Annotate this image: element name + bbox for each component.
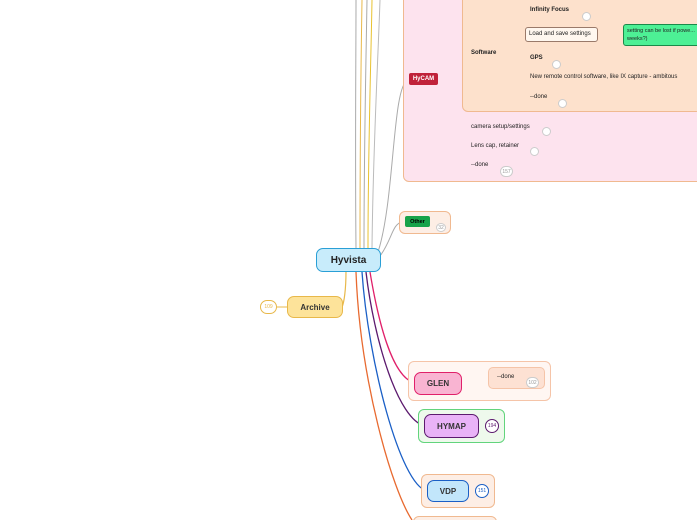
archive-node[interactable]: Archive — [287, 296, 343, 318]
other-count-badge[interactable]: 32 — [436, 223, 446, 232]
central-node[interactable]: Hyvista — [316, 248, 381, 272]
load-save-settings-node[interactable] — [525, 27, 598, 42]
hycam-label: HyCAM — [412, 76, 435, 82]
software-done-label: --done — [530, 94, 548, 100]
bottom-region — [413, 516, 497, 520]
load-save-settings-label: Load and save settings — [529, 31, 591, 37]
lens-cap-label: Lens cap, retainer — [471, 143, 520, 149]
gps-badge[interactable] — [552, 60, 561, 69]
hycam-node[interactable]: HyCAM — [409, 73, 438, 85]
lens-cap-badge[interactable] — [530, 147, 539, 156]
infinity-focus-label: Infinity Focus — [530, 7, 569, 13]
vdp-count-badge[interactable]: 151 — [475, 484, 489, 498]
other-label: Other — [410, 218, 425, 225]
vdp-node[interactable]: VDP — [427, 480, 469, 502]
hymap-label: HYMAP — [437, 421, 466, 431]
other-node[interactable]: Other — [405, 216, 430, 227]
glen-node[interactable]: GLEN — [414, 372, 462, 395]
hymap-node[interactable]: HYMAP — [424, 414, 479, 438]
camera-setup-badge[interactable] — [542, 127, 551, 136]
gps-label: GPS — [530, 55, 543, 61]
hycam-done-label: --done — [471, 162, 489, 168]
software-label: Software — [471, 50, 497, 56]
glen-label: GLEN — [426, 379, 450, 388]
hycam-done-count-badge[interactable]: 157 — [500, 166, 513, 177]
central-label: Hyvista — [330, 254, 367, 266]
archive-label: Archive — [300, 302, 330, 312]
glen-done-label: --done — [497, 374, 515, 380]
hymap-count-badge[interactable]: 194 — [485, 419, 499, 433]
load-save-note-label: setting can be lost if powe... weeks?) — [627, 28, 695, 42]
glen-count-badge[interactable]: 102 — [526, 377, 539, 388]
software-done-badge[interactable] — [558, 99, 567, 108]
load-save-note-node[interactable] — [623, 24, 697, 46]
remote-control-label: New remote control software, like IX cap… — [530, 74, 678, 80]
infinity-focus-badge[interactable] — [582, 12, 591, 21]
camera-setup-label: camera setup/settings — [471, 124, 530, 130]
vdp-label: VDP — [439, 486, 457, 496]
archive-count-badge[interactable]: 109 — [260, 300, 277, 314]
software-region — [462, 0, 697, 112]
